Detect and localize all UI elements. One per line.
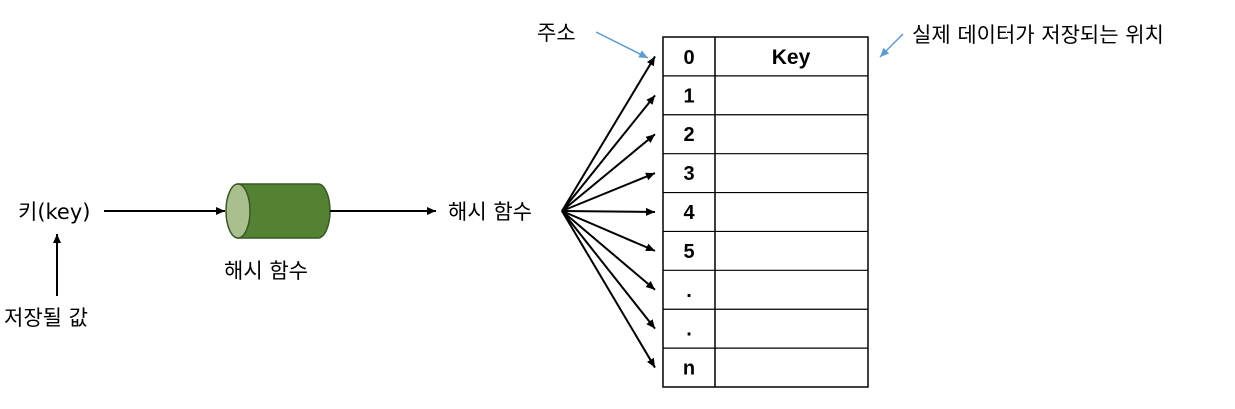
key-input-label: 키(key)	[18, 200, 90, 224]
table-address-cell: 2	[683, 124, 694, 146]
address-annotation-arrow	[595, 31, 649, 59]
hash-function-cylinder-label: 해시 함수	[224, 259, 308, 283]
table-address-cell: n	[683, 358, 695, 380]
stored-value-label: 저장될 값	[4, 306, 88, 330]
table-address-cell: 1	[683, 85, 694, 107]
fan-out-arrow	[561, 133, 656, 212]
fan-out-arrow	[561, 55, 656, 212]
table-border	[662, 36, 869, 388]
fan-out-arrow	[561, 210, 656, 252]
table-row-dividers	[663, 75, 868, 349]
storage-annotation-arrow	[879, 33, 904, 58]
table-address-cell: 5	[683, 241, 694, 263]
address-label: 주소	[537, 21, 576, 45]
fan-out-arrow	[561, 94, 656, 212]
table-header-address: 0	[683, 47, 694, 69]
table-address-cell: 4	[683, 202, 695, 224]
fan-out-arrow	[561, 172, 656, 212]
table-address-cell: 3	[683, 163, 694, 185]
fan-out-arrows	[561, 55, 656, 369]
table-address-cell: .	[686, 319, 692, 341]
fan-out-arrow	[561, 210, 656, 291]
hash-table: 0 Key 1 2 3 4 5.. n	[662, 36, 869, 388]
fan-out-arrow	[561, 210, 656, 369]
fan-out-arrow	[561, 207, 656, 216]
table-address-cells: 1 2 3 4 5.. n	[683, 85, 696, 379]
table-header-value: Key	[772, 46, 811, 69]
fan-out-arrow	[561, 210, 656, 330]
hash-function-cylinder	[225, 183, 331, 239]
table-address-cell: .	[686, 280, 692, 302]
hash-function-label: 해시 함수	[448, 200, 532, 224]
storage-location-label: 실제 데이터가 저장되는 위치	[912, 23, 1164, 47]
